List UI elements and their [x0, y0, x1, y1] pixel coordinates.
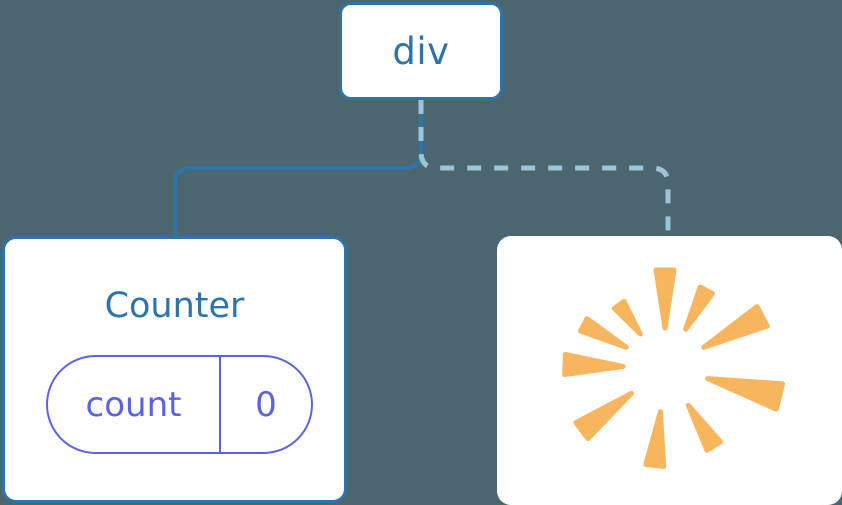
burst-ray-4: [573, 390, 634, 442]
edge-div-to-burst: [418, 100, 671, 236]
burst-ray-8: [701, 304, 770, 350]
burst-ray-3: [562, 352, 626, 377]
burst-ray-7: [705, 376, 786, 412]
node-div-label: div: [392, 29, 450, 73]
burst-ray-9: [683, 284, 715, 332]
edge-div-to-counter: [173, 98, 423, 238]
state-pill[interactable]: count 0: [46, 355, 313, 454]
burst-ray-6: [685, 402, 723, 453]
sparkle-burst-icon: [562, 267, 786, 469]
burst-ray-5: [643, 409, 667, 469]
burst-ray-1: [611, 298, 643, 337]
node-burst[interactable]: [497, 236, 842, 505]
state-value: 0: [255, 384, 277, 425]
state-key-label: count: [48, 357, 221, 452]
node-div[interactable]: div: [339, 2, 503, 100]
burst-ray-2: [578, 316, 629, 350]
node-counter[interactable]: Counter count 0: [2, 236, 347, 503]
node-counter-title: Counter: [104, 286, 245, 326]
burst-ray-0: [653, 267, 677, 331]
